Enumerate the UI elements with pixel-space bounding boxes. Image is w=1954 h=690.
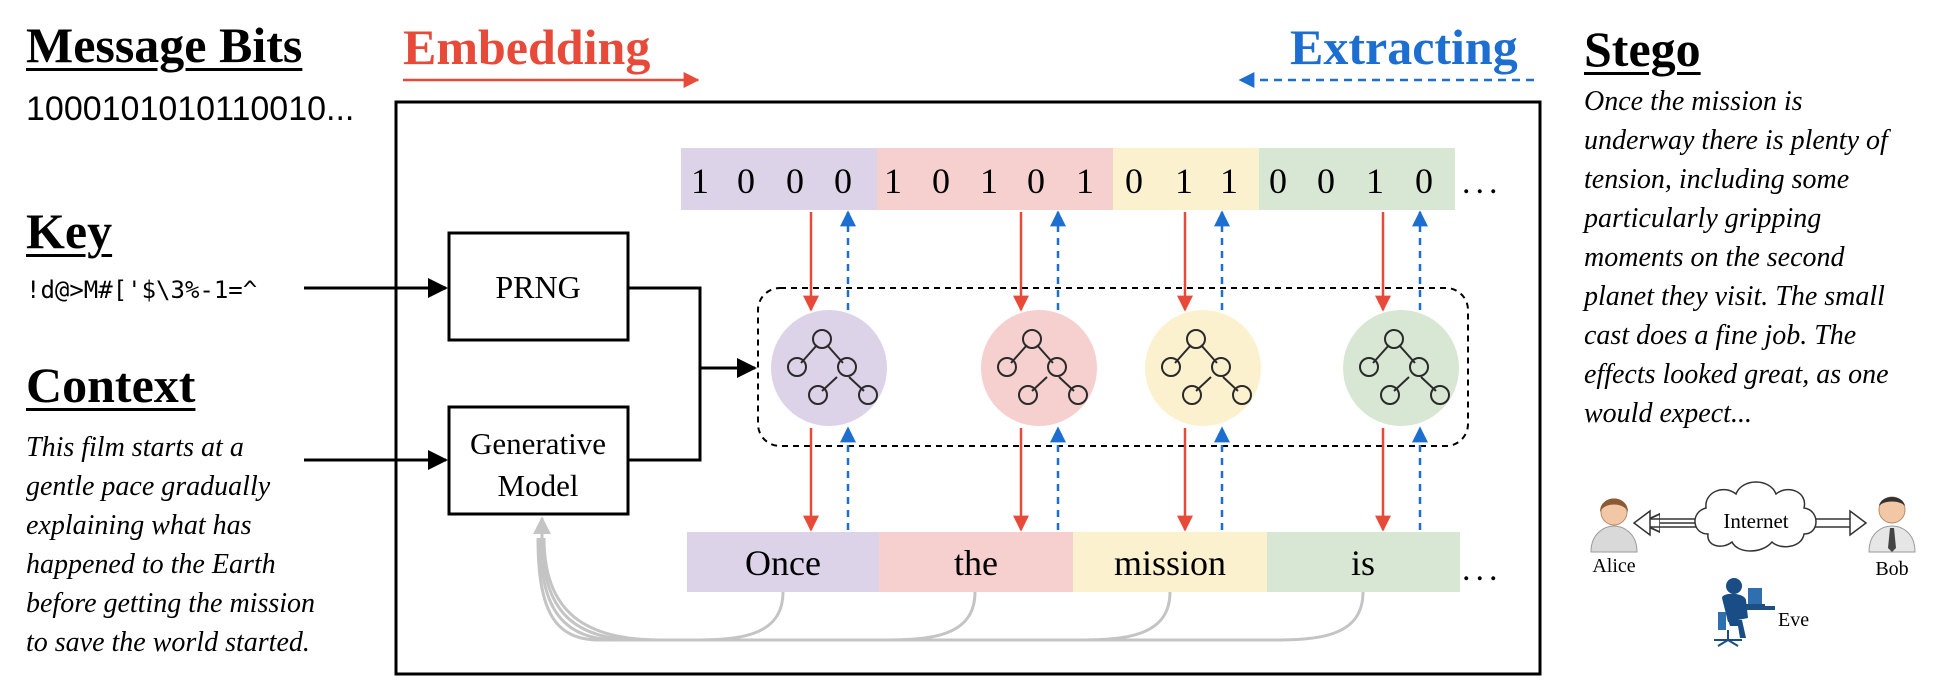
tokens-ellipsis: ... (1462, 551, 1503, 588)
tree-circle (981, 310, 1097, 426)
tree-circle (1343, 310, 1459, 426)
stego-line: planet they visit. The small (1584, 281, 1885, 312)
key-heading: Key (26, 203, 113, 259)
bit: 1 (691, 161, 709, 201)
prng-box (447, 231, 630, 342)
bit: 0 (1269, 161, 1287, 201)
alice-label: Alice (1592, 555, 1635, 577)
key-value: !d@>M#['$\3%-1=^ (26, 276, 258, 304)
context-text: This film starts at a gentle pace gradua… (26, 428, 386, 662)
token-bg (1267, 532, 1460, 592)
bit: 0 (932, 161, 950, 201)
token-text: is (1351, 543, 1375, 583)
model-box (447, 405, 630, 516)
tree-icon (787, 329, 878, 405)
bit-row: 1 0 0 0 1 0 1 0 1 0 1 1 0 0 1 0 ... (681, 148, 1503, 210)
context-line: This film starts at a (26, 432, 244, 463)
token-bg (687, 532, 879, 592)
bit-group-bg (1259, 148, 1455, 210)
message-bits-value: 1000101010110010... (26, 90, 355, 128)
token-bg (1073, 532, 1267, 592)
bit: 1 (1175, 161, 1193, 201)
stego-line: effects looked great, as one (1584, 359, 1889, 390)
bit-group-bg (681, 148, 877, 210)
context-line: gentle pace gradually (26, 471, 271, 502)
tree-circle (1145, 310, 1261, 426)
tree-circle (771, 310, 887, 426)
feedback-curves (536, 537, 1365, 642)
message-bits-heading: Message Bits (26, 17, 303, 73)
bit: 1 (1366, 161, 1384, 201)
bit: 0 (1415, 161, 1433, 201)
stego-heading: Stego (1584, 21, 1701, 77)
tree-icon (997, 329, 1088, 405)
context-line: to save the world started. (26, 627, 310, 658)
bob-arrow-head (1849, 509, 1868, 537)
stego-line: would expect... (1584, 398, 1752, 429)
eve-icon (1714, 578, 1775, 647)
bit: 0 (834, 161, 852, 201)
bit: 1 (1076, 161, 1094, 201)
stego-line: tension, including some (1584, 164, 1850, 195)
bit: 0 (1317, 161, 1335, 201)
internet-label: Internet (1723, 509, 1788, 533)
extracting-label: Extracting (1290, 19, 1518, 75)
alice-arrow-head (1632, 509, 1651, 537)
context-line: explaining what has (26, 510, 252, 541)
token-text: mission (1114, 543, 1226, 583)
stego-text: Once the mission is underway there is pl… (1584, 82, 1954, 433)
internet-cloud-icon (1694, 481, 1817, 552)
bit: 1 (1220, 161, 1238, 201)
stego-line: cast does a fine job. The (1584, 320, 1857, 351)
bit-group-bg (1113, 148, 1259, 210)
model-label-line2: Model (498, 468, 579, 503)
network-illustration: Alice Bob Internet Eve (1590, 481, 1916, 647)
bob-label: Bob (1875, 558, 1908, 580)
embedding-label: Embedding (403, 19, 651, 75)
bits-ellipsis: ... (1462, 164, 1503, 201)
token-text: Once (745, 543, 821, 583)
bit: 0 (786, 161, 804, 201)
main-frame (394, 100, 1542, 676)
eve-label: Eve (1778, 609, 1809, 631)
bit: 0 (737, 161, 755, 201)
model-label-line1: Generative (470, 426, 606, 461)
alice-link-lines (1648, 518, 1700, 528)
token-bg (879, 532, 1073, 592)
bit: 0 (1027, 161, 1045, 201)
context-line: happened to the Earth (26, 549, 276, 580)
merge-connector (628, 286, 702, 462)
sampling-region (757, 287, 1469, 447)
token-text: the (954, 543, 998, 583)
bit: 1 (884, 161, 902, 201)
bit-group-bg (877, 148, 1113, 210)
context-heading: Context (26, 357, 196, 413)
stego-line: moments on the second (1584, 242, 1845, 273)
bit: 1 (980, 161, 998, 201)
stego-line: underway there is plenty of (1584, 125, 1888, 156)
alice-icon (1590, 498, 1638, 553)
prng-label: PRNG (495, 269, 580, 305)
stego-line: particularly gripping (1584, 203, 1822, 234)
extract-arrows (840, 210, 1428, 530)
embed-arrows (803, 212, 1391, 532)
bob-icon (1868, 496, 1916, 553)
tree-icon (1161, 329, 1252, 405)
stego-line: Once the mission is (1584, 86, 1803, 117)
bit: 0 (1125, 161, 1143, 201)
token-row: Once the mission is ... (687, 532, 1503, 592)
context-line: before getting the mission (26, 588, 316, 619)
tree-icon (1359, 329, 1450, 405)
